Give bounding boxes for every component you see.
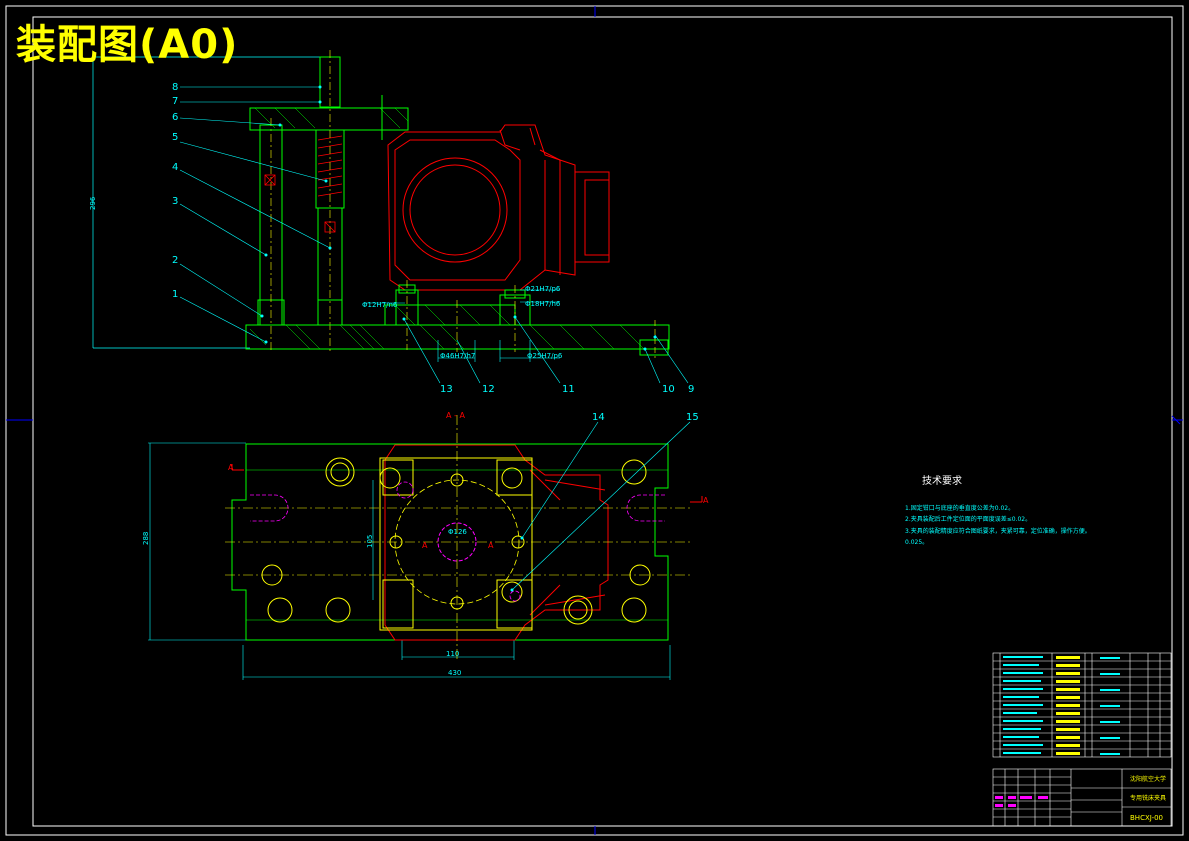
tech-req-title: 技术要求 [922,476,962,487]
outer-border [5,5,1184,836]
title-block [992,768,1172,827]
tech-req-line-2: 2.夹具装配后工件定位面的平面度误差≤0.02。 [905,516,1032,523]
parts-list [992,652,1172,758]
tech-req-line-3: 3.夹具的装配精度应符合图纸要求，夹紧可靠，定位准确，操作方便。 [905,528,1091,535]
tech-req-line-4: 0.025。 [905,539,929,546]
inner-border [32,16,1173,827]
parts-list-fills [1003,656,1120,755]
front-view [92,50,689,384]
plan-view [148,415,703,680]
drawing-title: 装配图(A0) [16,22,239,68]
centering-marks [6,6,1183,835]
tech-req-line-1: 1.固定钳口与底座的垂直度公差为0.02。 [905,505,1015,512]
title-block-signatures [995,796,1048,807]
